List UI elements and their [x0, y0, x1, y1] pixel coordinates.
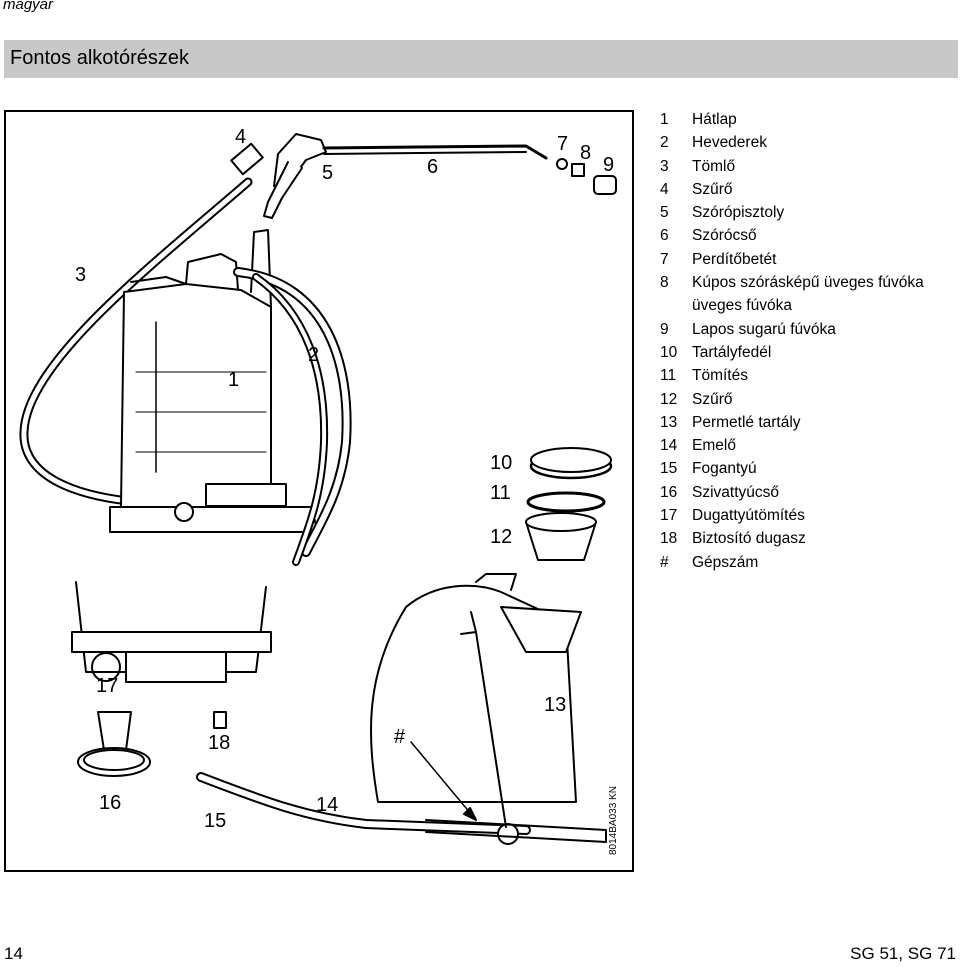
- callout-4: 4: [235, 126, 247, 148]
- legend-item: 18 Biztosító dugasz: [660, 527, 924, 550]
- callout-9: 9: [603, 154, 615, 176]
- legend-number: 9: [660, 320, 669, 338]
- legend-item: 17 Dugattyútömítés: [660, 504, 924, 527]
- callout-14: 14: [316, 794, 339, 816]
- model-name: SG 51, SG 71: [850, 944, 956, 963]
- legend-number: 8: [660, 274, 669, 292]
- legend-label: Lapos sugarú fúvóka: [692, 320, 836, 338]
- callout-12: 12: [490, 526, 513, 548]
- legend-number: 15: [660, 460, 678, 478]
- legend-label: Dugattyútömítés: [692, 507, 805, 525]
- legend-item-continuation: üveges fúvóka: [660, 294, 924, 317]
- legend-item: 12 Szűrő: [660, 388, 924, 411]
- callout-1: 1: [228, 369, 240, 391]
- legend-number: 17: [660, 507, 678, 525]
- legend-label: Tömlő: [692, 157, 736, 175]
- callout-17: 17: [96, 675, 119, 697]
- figure-code: 8014BA033 KN: [608, 786, 619, 855]
- section-header-bar: [4, 40, 958, 78]
- language-label: magyar: [3, 0, 54, 13]
- callout-7: 7: [557, 133, 569, 155]
- legend-label-continuation: üveges fúvóka: [692, 297, 792, 315]
- legend-label: Szivattyúcső: [692, 483, 780, 501]
- legend-number: 5: [660, 204, 669, 222]
- legend-item: 10 Tartályfedél: [660, 341, 924, 364]
- section-title: Fontos alkotórészek: [10, 47, 189, 69]
- legend-label: Gépszám: [692, 553, 759, 571]
- legend-number: 11: [660, 367, 677, 385]
- legend-label: Szórócső: [692, 227, 757, 245]
- legend-number: 16: [660, 483, 678, 501]
- legend-item: # Gépszám: [660, 551, 924, 574]
- legend-label: Szórópisztoly: [692, 204, 785, 222]
- legend-label: Hátlap: [692, 111, 737, 128]
- legend-label: Tartályfedél: [692, 343, 772, 361]
- legend-label: Szűrő: [692, 390, 733, 408]
- callout-10: 10: [490, 452, 513, 474]
- callout-6: 6: [427, 156, 439, 178]
- legend-item: 14 Emelő: [660, 434, 924, 457]
- callout-5: 5: [322, 162, 334, 184]
- callout-16: 16: [99, 792, 122, 814]
- legend-number: 3: [660, 157, 669, 175]
- legend-label: Tömítés: [692, 367, 748, 385]
- legend-item: 2 Hevederek: [660, 131, 924, 154]
- legend-label: Permetlé tartály: [692, 413, 801, 431]
- sprayer-drawing: [19, 133, 617, 845]
- legend-number: #: [660, 553, 669, 571]
- callout-18: 18: [208, 732, 231, 754]
- legend-label: Kúpos szórásképű üveges fúvóka: [692, 274, 924, 292]
- legend-number: 4: [660, 180, 669, 198]
- legend-number: 18: [660, 530, 678, 548]
- legend-item: 16 Szivattyúcső: [660, 481, 924, 504]
- legend-label: Fogantyú: [692, 460, 757, 478]
- legend-item: 4 Szűrő: [660, 178, 924, 201]
- callout-13: 13: [544, 694, 567, 716]
- legend-label: Emelő: [692, 437, 736, 455]
- callout-hash: #: [394, 726, 406, 748]
- legend-number: 1: [660, 111, 669, 128]
- callout-2: 2: [308, 344, 320, 366]
- legend-item: 11 Tömítés: [660, 364, 924, 387]
- legend-item: 9 Lapos sugarú fúvóka: [660, 318, 924, 341]
- legend-number: 10: [660, 343, 678, 361]
- legend-item: 13 Permetlé tartály: [660, 411, 924, 434]
- legend-label: Perdítőbetét: [692, 250, 777, 268]
- legend-label: Biztosító dugasz: [692, 530, 806, 548]
- callout-3: 3: [75, 264, 87, 286]
- legend-item: 15 Fogantyú: [660, 457, 924, 480]
- legend-item: 8 Kúpos szórásképű üveges fúvóka: [660, 271, 924, 294]
- legend-item: 1 Hátlap: [660, 108, 924, 131]
- legend-item: 5 Szórópisztoly: [660, 201, 924, 224]
- callout-11: 11: [490, 482, 511, 504]
- legend-number: 6: [660, 227, 669, 245]
- parts-illustration: 4 5 6 7 8 9 3 2 1 10 11 12 17 13 18 # 16…: [4, 110, 634, 872]
- page-number: 14: [4, 944, 23, 963]
- legend-number: 2: [660, 134, 669, 152]
- callout-15: 15: [204, 810, 227, 832]
- legend-number: 12: [660, 390, 678, 408]
- legend-label: Szűrő: [692, 180, 733, 198]
- legend-item: 3 Tömlő: [660, 155, 924, 178]
- legend-item: 6 Szórócső: [660, 224, 924, 247]
- legend-number: 14: [660, 437, 678, 455]
- callout-8: 8: [580, 142, 592, 164]
- legend-number: 7: [660, 250, 669, 268]
- legend-label: Hevederek: [692, 134, 767, 152]
- legend-number: 13: [660, 413, 678, 431]
- legend-item: 7 Perdítőbetét: [660, 248, 924, 271]
